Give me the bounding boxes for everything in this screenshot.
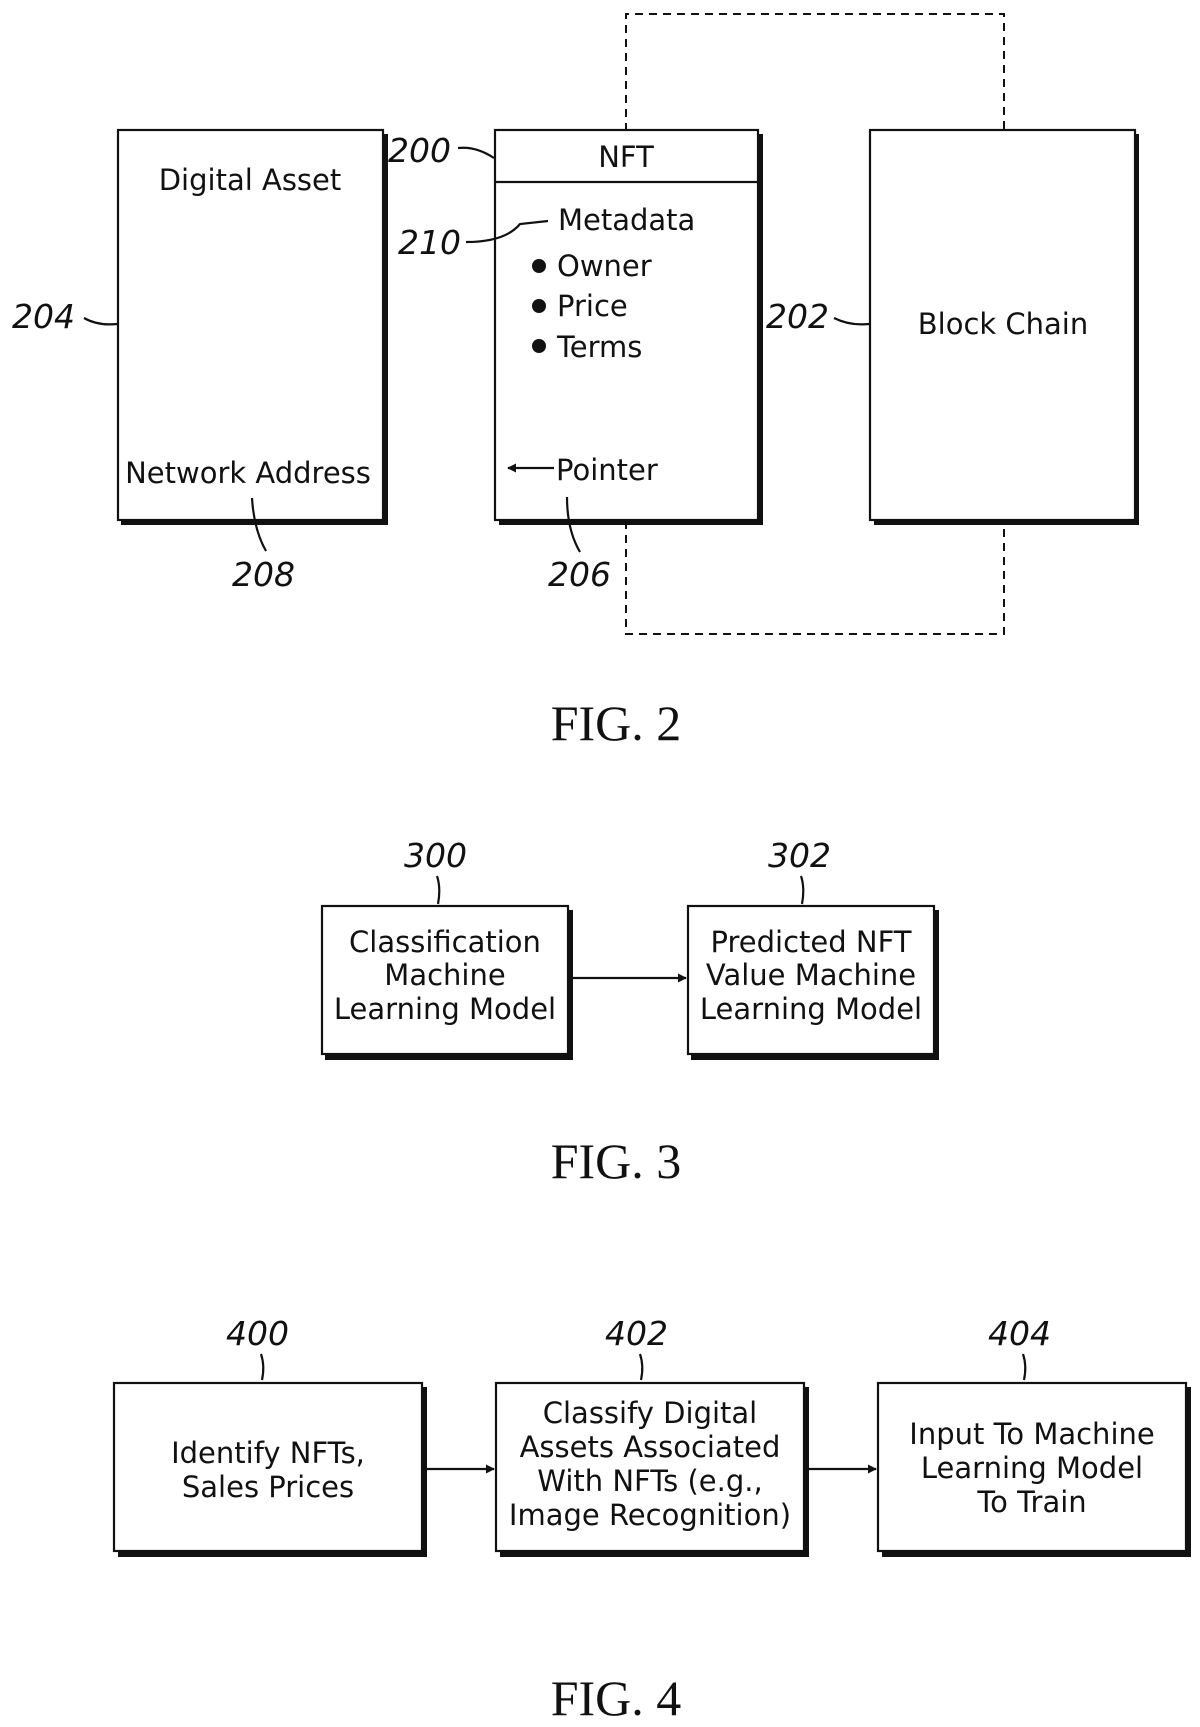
network-address-leader bbox=[250, 497, 267, 552]
network-address-label: Network Address bbox=[125, 456, 371, 490]
fig3-diagram: 300 Classification Machine Learning Mode… bbox=[320, 836, 939, 1189]
svg-text:Learning Model: Learning Model bbox=[700, 992, 922, 1026]
classification-model-box: Classification Machine Learning Model bbox=[320, 904, 573, 1060]
bullet-price: Price bbox=[557, 289, 628, 323]
fig4-box3-ref: 404 bbox=[988, 1314, 1051, 1353]
fig4-box1-leader bbox=[259, 1353, 265, 1381]
nft-ref: 200 bbox=[388, 131, 451, 170]
predicted-value-model-box: Predicted NFT Value Machine Learning Mod… bbox=[686, 904, 939, 1060]
svg-text:Learning Model: Learning Model bbox=[921, 1451, 1143, 1485]
bullet-dot bbox=[532, 299, 546, 313]
pointer-leader bbox=[565, 496, 581, 553]
svg-text:Sales Prices: Sales Prices bbox=[182, 1470, 354, 1504]
classify-assets-box: Classify Digital Assets Associated With … bbox=[494, 1381, 809, 1557]
svg-text:To Train: To Train bbox=[976, 1485, 1086, 1519]
train-model-box: Input To Machine Learning Model To Train bbox=[876, 1381, 1191, 1557]
svg-text:Machine: Machine bbox=[384, 958, 505, 992]
digital-asset-leader bbox=[83, 317, 118, 326]
nft-blockchain-dashed-link-bottom bbox=[625, 521, 1005, 635]
svg-text:Input To Machine: Input To Machine bbox=[909, 1417, 1154, 1451]
svg-text:Learning Model: Learning Model bbox=[334, 992, 556, 1026]
bullet-terms: Terms bbox=[556, 330, 642, 364]
svg-text:Classify Digital: Classify Digital bbox=[543, 1396, 757, 1430]
svg-text:Classification: Classification bbox=[349, 925, 541, 959]
digital-asset-title: Digital Asset bbox=[159, 163, 342, 197]
svg-text:Predicted NFT: Predicted NFT bbox=[711, 925, 912, 959]
svg-text:With NFTs (e.g.,: With NFTs (e.g., bbox=[537, 1464, 762, 1498]
metadata-leader bbox=[465, 219, 549, 244]
block-chain-title: Block Chain bbox=[918, 307, 1089, 341]
fig3-box1-ref: 300 bbox=[404, 836, 467, 875]
bullet-dot bbox=[532, 339, 546, 353]
fig3-box2-leader bbox=[799, 875, 805, 905]
bullet-owner: Owner bbox=[557, 249, 652, 283]
nft-leader bbox=[457, 146, 495, 159]
network-address-ref: 208 bbox=[232, 555, 295, 594]
block-chain-box: Block Chain bbox=[868, 128, 1139, 525]
identify-nfts-box: Identify NFTs, Sales Prices bbox=[112, 1381, 427, 1557]
nft-box: NFT Metadata Owner Price Terms Pointer bbox=[493, 128, 763, 525]
nft-title: NFT bbox=[598, 140, 654, 174]
fig3-caption: FIG. 3 bbox=[551, 1133, 682, 1189]
svg-text:Identify NFTs,: Identify NFTs, bbox=[171, 1436, 365, 1470]
block-chain-ref: 202 bbox=[766, 297, 829, 336]
fig2-caption: FIG. 2 bbox=[551, 695, 682, 751]
digital-asset-box: Digital Asset Network Address bbox=[116, 128, 388, 525]
fig4-box2-leader bbox=[638, 1353, 644, 1381]
metadata-ref: 210 bbox=[398, 223, 461, 262]
metadata-label: Metadata bbox=[558, 203, 695, 237]
pointer-label: Pointer bbox=[556, 453, 658, 487]
svg-text:Image Recognition): Image Recognition) bbox=[509, 1498, 791, 1532]
svg-text:Assets Associated: Assets Associated bbox=[520, 1430, 781, 1464]
fig4-diagram: 400 Identify NFTs, Sales Prices 402 Clas… bbox=[112, 1314, 1191, 1726]
pointer-ref: 206 bbox=[548, 555, 611, 594]
fig4-box1-ref: 400 bbox=[226, 1314, 289, 1353]
bullet-dot bbox=[532, 259, 546, 273]
block-chain-leader bbox=[833, 317, 870, 326]
fig2-diagram: Digital Asset Network Address 204 208 NF… bbox=[12, 13, 1139, 751]
fig3-box1-leader bbox=[435, 875, 441, 905]
fig4-box3-leader bbox=[1021, 1353, 1027, 1381]
svg-text:Value Machine: Value Machine bbox=[706, 958, 916, 992]
nft-blockchain-dashed-link bbox=[625, 13, 1005, 131]
digital-asset-ref: 204 bbox=[12, 297, 75, 336]
fig4-box2-ref: 402 bbox=[605, 1314, 668, 1353]
fig4-caption: FIG. 4 bbox=[551, 1670, 682, 1726]
fig3-box2-ref: 302 bbox=[768, 836, 831, 875]
